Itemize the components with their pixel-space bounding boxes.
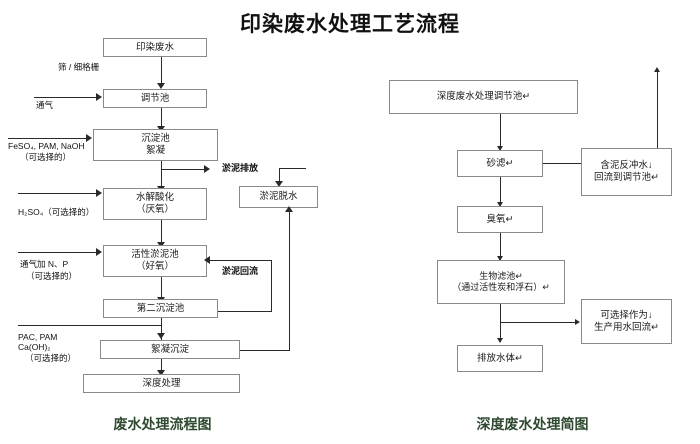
edge-ozone-biofilter — [500, 233, 501, 260]
box-sand-filter[interactable]: 砂滤↵ — [457, 150, 543, 177]
edge-activated-clarifier — [161, 277, 162, 299]
edge-acid-feed — [18, 193, 97, 194]
arrowhead-right — [96, 93, 102, 101]
caption-left-chart: 废水处理流程图 — [113, 416, 212, 432]
arrowhead-left — [204, 256, 210, 264]
box-equalization[interactable]: 调节池 — [103, 89, 207, 108]
box-activated-sludge[interactable]: 活性淤泥池 （好氧） — [103, 245, 207, 277]
arrowhead-down — [497, 338, 503, 343]
box-secondary-clarifier[interactable]: 第二沉淀池 — [103, 299, 218, 318]
caption-right-chart: 深度废水处理简图 — [476, 416, 589, 432]
arrowhead-right — [575, 319, 580, 325]
edge-sludge-top-h — [279, 168, 306, 169]
arrowhead-right — [204, 165, 210, 173]
arrowhead-right — [86, 134, 92, 142]
edge-biofilter-discharge — [500, 304, 501, 342]
box-sludge-dewatering[interactable]: 淤泥脱水 — [239, 186, 318, 208]
edge-sludge-rail-v — [289, 208, 290, 350]
edge-sludge-return-from-clarifier — [218, 311, 272, 312]
box-advanced-treatment[interactable]: 深度处理 — [83, 374, 240, 393]
edge-sludge-top-v — [279, 168, 280, 183]
edge-backwash-up — [657, 72, 658, 148]
box-coagulation[interactable]: 絮凝沉淀 — [100, 340, 240, 359]
label-sludge-return: 淤泥回流 — [222, 266, 259, 276]
box-backwash-return[interactable]: 含泥反冲水↓ 回流到调节池↵ — [581, 148, 672, 196]
box-adv-equalization[interactable]: 深度废水处理调节池↵ — [389, 80, 578, 114]
label-nutrient-line1: 通气加 N、P — [20, 259, 69, 269]
arrowhead-down — [497, 256, 503, 261]
label-coagulant-line2: （可选择的） — [20, 152, 72, 162]
arrowhead-down — [497, 202, 503, 207]
edge-pac-feed — [18, 325, 162, 326]
edge-biofilter-reuse — [500, 322, 576, 323]
arrowhead-down — [157, 83, 165, 89]
edge-sandfilter-backwash — [543, 163, 582, 164]
edge-hydrolysis-activated — [161, 220, 162, 244]
edge-clarifier-coagulation — [161, 318, 162, 340]
arrowhead-down — [275, 181, 283, 187]
edge-sed-sludge-branch — [161, 169, 205, 170]
label-nutrient-line2: （可选择的） — [26, 271, 78, 281]
edge-sed-hydrolysis — [161, 161, 162, 188]
arrowhead-down — [497, 146, 503, 151]
label-acid: H₂SO₄（可选择的） — [18, 207, 95, 217]
edge-coagulation-sludge-h — [240, 350, 290, 351]
edge-sludge-return-v — [271, 260, 272, 312]
label-coagulant-line1: FeSO₄, PAM, NaOH — [8, 141, 85, 151]
label-pac-line2: Ca(OH)₂ — [18, 342, 51, 352]
label-pac-line3: （可选择的） — [25, 353, 77, 363]
arrowhead-down — [157, 370, 165, 376]
edge-coagulation-advanced — [161, 359, 162, 377]
box-influent[interactable]: 印染废水 — [103, 38, 207, 57]
edge-advequal-sandfilter — [500, 114, 501, 150]
box-hydrolysis[interactable]: 水解酸化 （厌氧） — [103, 188, 207, 220]
box-discharge[interactable]: 排放水体↵ — [457, 345, 543, 372]
edge-equalization-sed — [161, 108, 162, 127]
box-ozone[interactable]: 臭氧↵ — [457, 206, 543, 233]
arrowhead-right — [96, 248, 102, 256]
edge-sandfilter-ozone — [500, 177, 501, 206]
edge-sludge-return-h — [209, 260, 272, 261]
edge-influent-equalization — [161, 57, 162, 84]
edge-aeration-feed — [34, 97, 97, 98]
edge-nutrient-feed — [18, 252, 97, 253]
box-sedimentation[interactable]: 沉淀池 絮凝 — [93, 129, 218, 161]
page-title: 印染废水处理工艺流程 — [240, 13, 460, 36]
arrowhead-up — [654, 67, 660, 72]
edge-coagulant-feed — [8, 138, 87, 139]
arrowhead-down — [157, 333, 165, 339]
label-screen: 筛 / 细格栅 — [58, 62, 100, 72]
box-reuse[interactable]: 可选择作为↓ 生产用水回流↵ — [581, 299, 672, 344]
box-biofilter[interactable]: 生物滤池↵ （通过活性炭和浮石）↵ — [437, 260, 565, 304]
arrowhead-up — [285, 206, 293, 212]
arrowhead-right — [96, 189, 102, 197]
label-aeration: 通气 — [36, 100, 54, 110]
label-pac-line1: PAC, PAM — [18, 332, 58, 342]
label-sludge-discharge: 淤泥排放 — [222, 163, 259, 173]
